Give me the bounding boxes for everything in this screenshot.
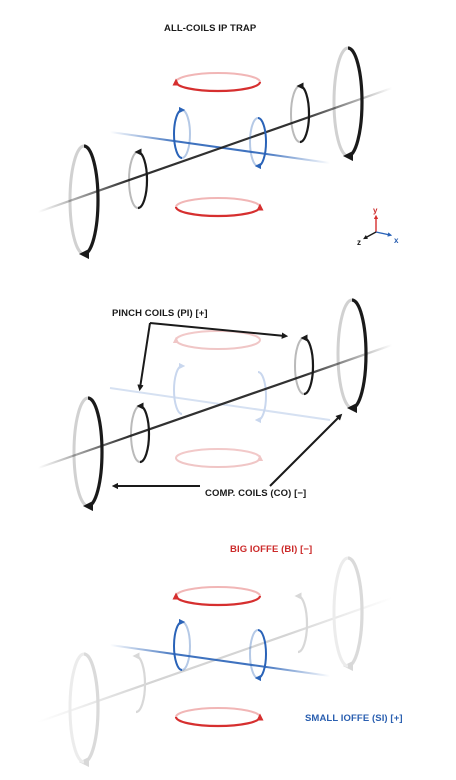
comp-leader-lines: [111, 413, 343, 490]
comp-left-coil-2: [72, 396, 104, 512]
small-ioffe-label: SMALL IOFFE (SI) [+]: [305, 713, 403, 724]
big-ioffe-top-coil-3: [172, 586, 262, 607]
big-ioffe-label: BIG IOFFE (BI) [−]: [230, 544, 313, 555]
axis-z-label: z: [357, 238, 361, 247]
pinch-coils-label: PINCH COILS (PI) [+]: [112, 308, 208, 319]
panel-all-coils: [37, 40, 393, 260]
small-ioffe-left-coil: [173, 106, 191, 159]
comp-right-coil: [332, 46, 364, 162]
axis-y-label: y: [373, 206, 378, 215]
big-ioffe-top-coil: [172, 72, 262, 93]
axis-triad: [363, 214, 393, 240]
comp-coils-label: COMP. COILS (CO) [−]: [205, 488, 307, 499]
small-ioffe-right-coil-3: [249, 629, 267, 682]
panel-ioffe: [37, 555, 393, 770]
comp-left-coil: [68, 144, 100, 260]
big-ioffe-bottom-coil-3: [174, 707, 264, 728]
small-ioffe-left-coil-3: [173, 618, 191, 671]
pinch-left-coil-2: [130, 402, 151, 464]
comp-right-coil-2: [336, 298, 368, 414]
small-ioffe-right-coil: [249, 117, 267, 170]
panel-pinch-comp: [37, 298, 393, 512]
diagram-title: ALL-COILS IP TRAP: [164, 23, 257, 34]
pinch-right-coil-2: [294, 334, 315, 396]
pinch-right-coil: [290, 82, 311, 144]
big-ioffe-bottom-coil: [174, 197, 264, 218]
pinch-left-coil: [128, 148, 149, 210]
axis-x-label: x: [394, 236, 399, 245]
pinch-leader-lines: [137, 322, 289, 392]
